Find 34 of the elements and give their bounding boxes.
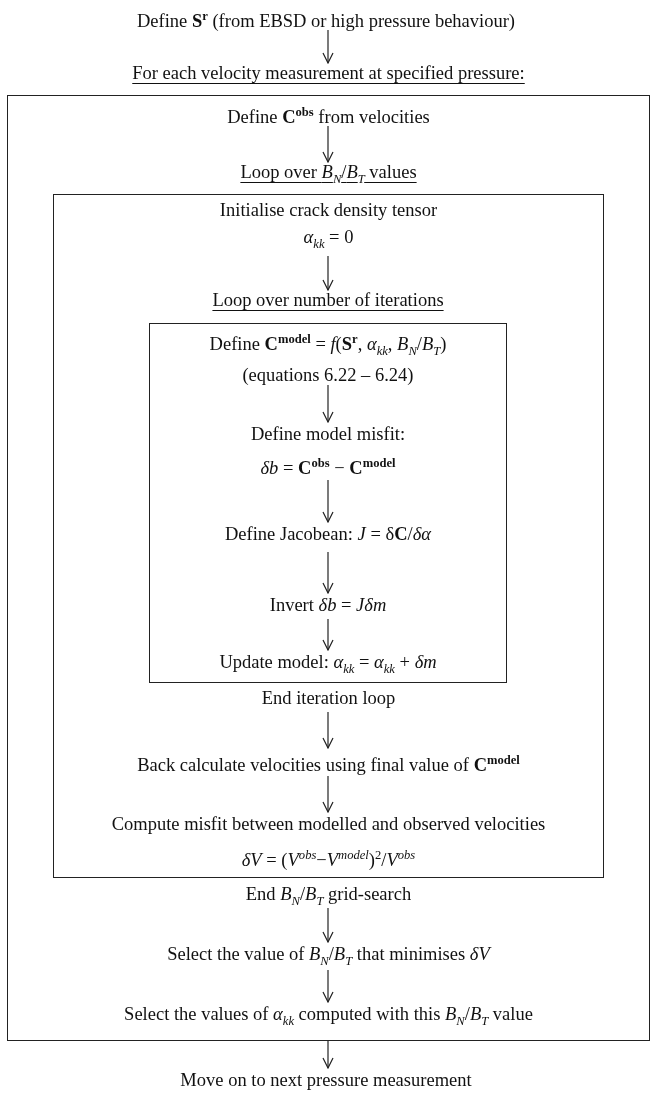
step-detail: (equations 6.22 – 6.24) [242,363,414,387]
step-text: Back calculate velocities using final value of C$^{model}$ [137,752,520,778]
arrow [322,125,334,163]
arrow [322,384,334,423]
arrow [322,551,334,594]
arrow [322,907,334,943]
step-text: Define C$^{obs}$ from velocities [227,104,430,130]
step-text: Select the value of B$_{N}$/B$_{T}$ that minimises δV [167,943,490,970]
step-text: Define S$^{r}$ (from EBSD or high pressure behaviour) [136,8,516,34]
step-text: Define C$^{model}$ = f(S$^{r}$, α$_{kk}$, B$_{N}$/B$_{T}$) [209,331,447,360]
loop-heading: For each velocity measurement at specified pressure: [132,63,525,83]
step-text: Define model misfit: [250,423,406,446]
step-text: Update model: α$_{kk}$ = α$_{kk}$ + δm [219,651,437,678]
arrow [322,711,334,749]
step-text: Select the values of α$_{kk}$ computed with this B$_{N}$/B$_{T}$ value [124,1003,533,1030]
step-detail: δb = C$^{obs}$ − C$^{model}$ [260,454,396,480]
arrow [322,1040,334,1069]
arrow [322,775,334,813]
loop-heading: Loop over B$_{N}$/B$_{T}$ values [240,162,417,182]
arrow [322,969,334,1003]
arrow [322,29,334,64]
step-text: Move on to next pressure measurement [180,1069,472,1092]
arrow [322,479,334,523]
arrow [322,618,334,651]
step-text: Compute misfit between modelled and observed velocities [111,813,546,836]
step-text: End iteration loop [261,687,396,710]
arrow [322,255,334,291]
step-detail: δV = (V$^{obs}$−V$^{model}$)$^{2}$/V$^{obs}$ [241,846,416,872]
step-text: Define Jacobean: J = δC/δα [225,523,431,546]
step-detail: α$_{kk}$ = 0 [303,226,354,253]
loop-heading: Loop over number of iterations [212,290,444,310]
step-text: Invert δb = Jδm [269,594,387,617]
step-text: End B$_{N}$/B$_{T}$ grid-search [245,883,412,910]
step-text: Initialise crack density tensor [219,199,438,222]
